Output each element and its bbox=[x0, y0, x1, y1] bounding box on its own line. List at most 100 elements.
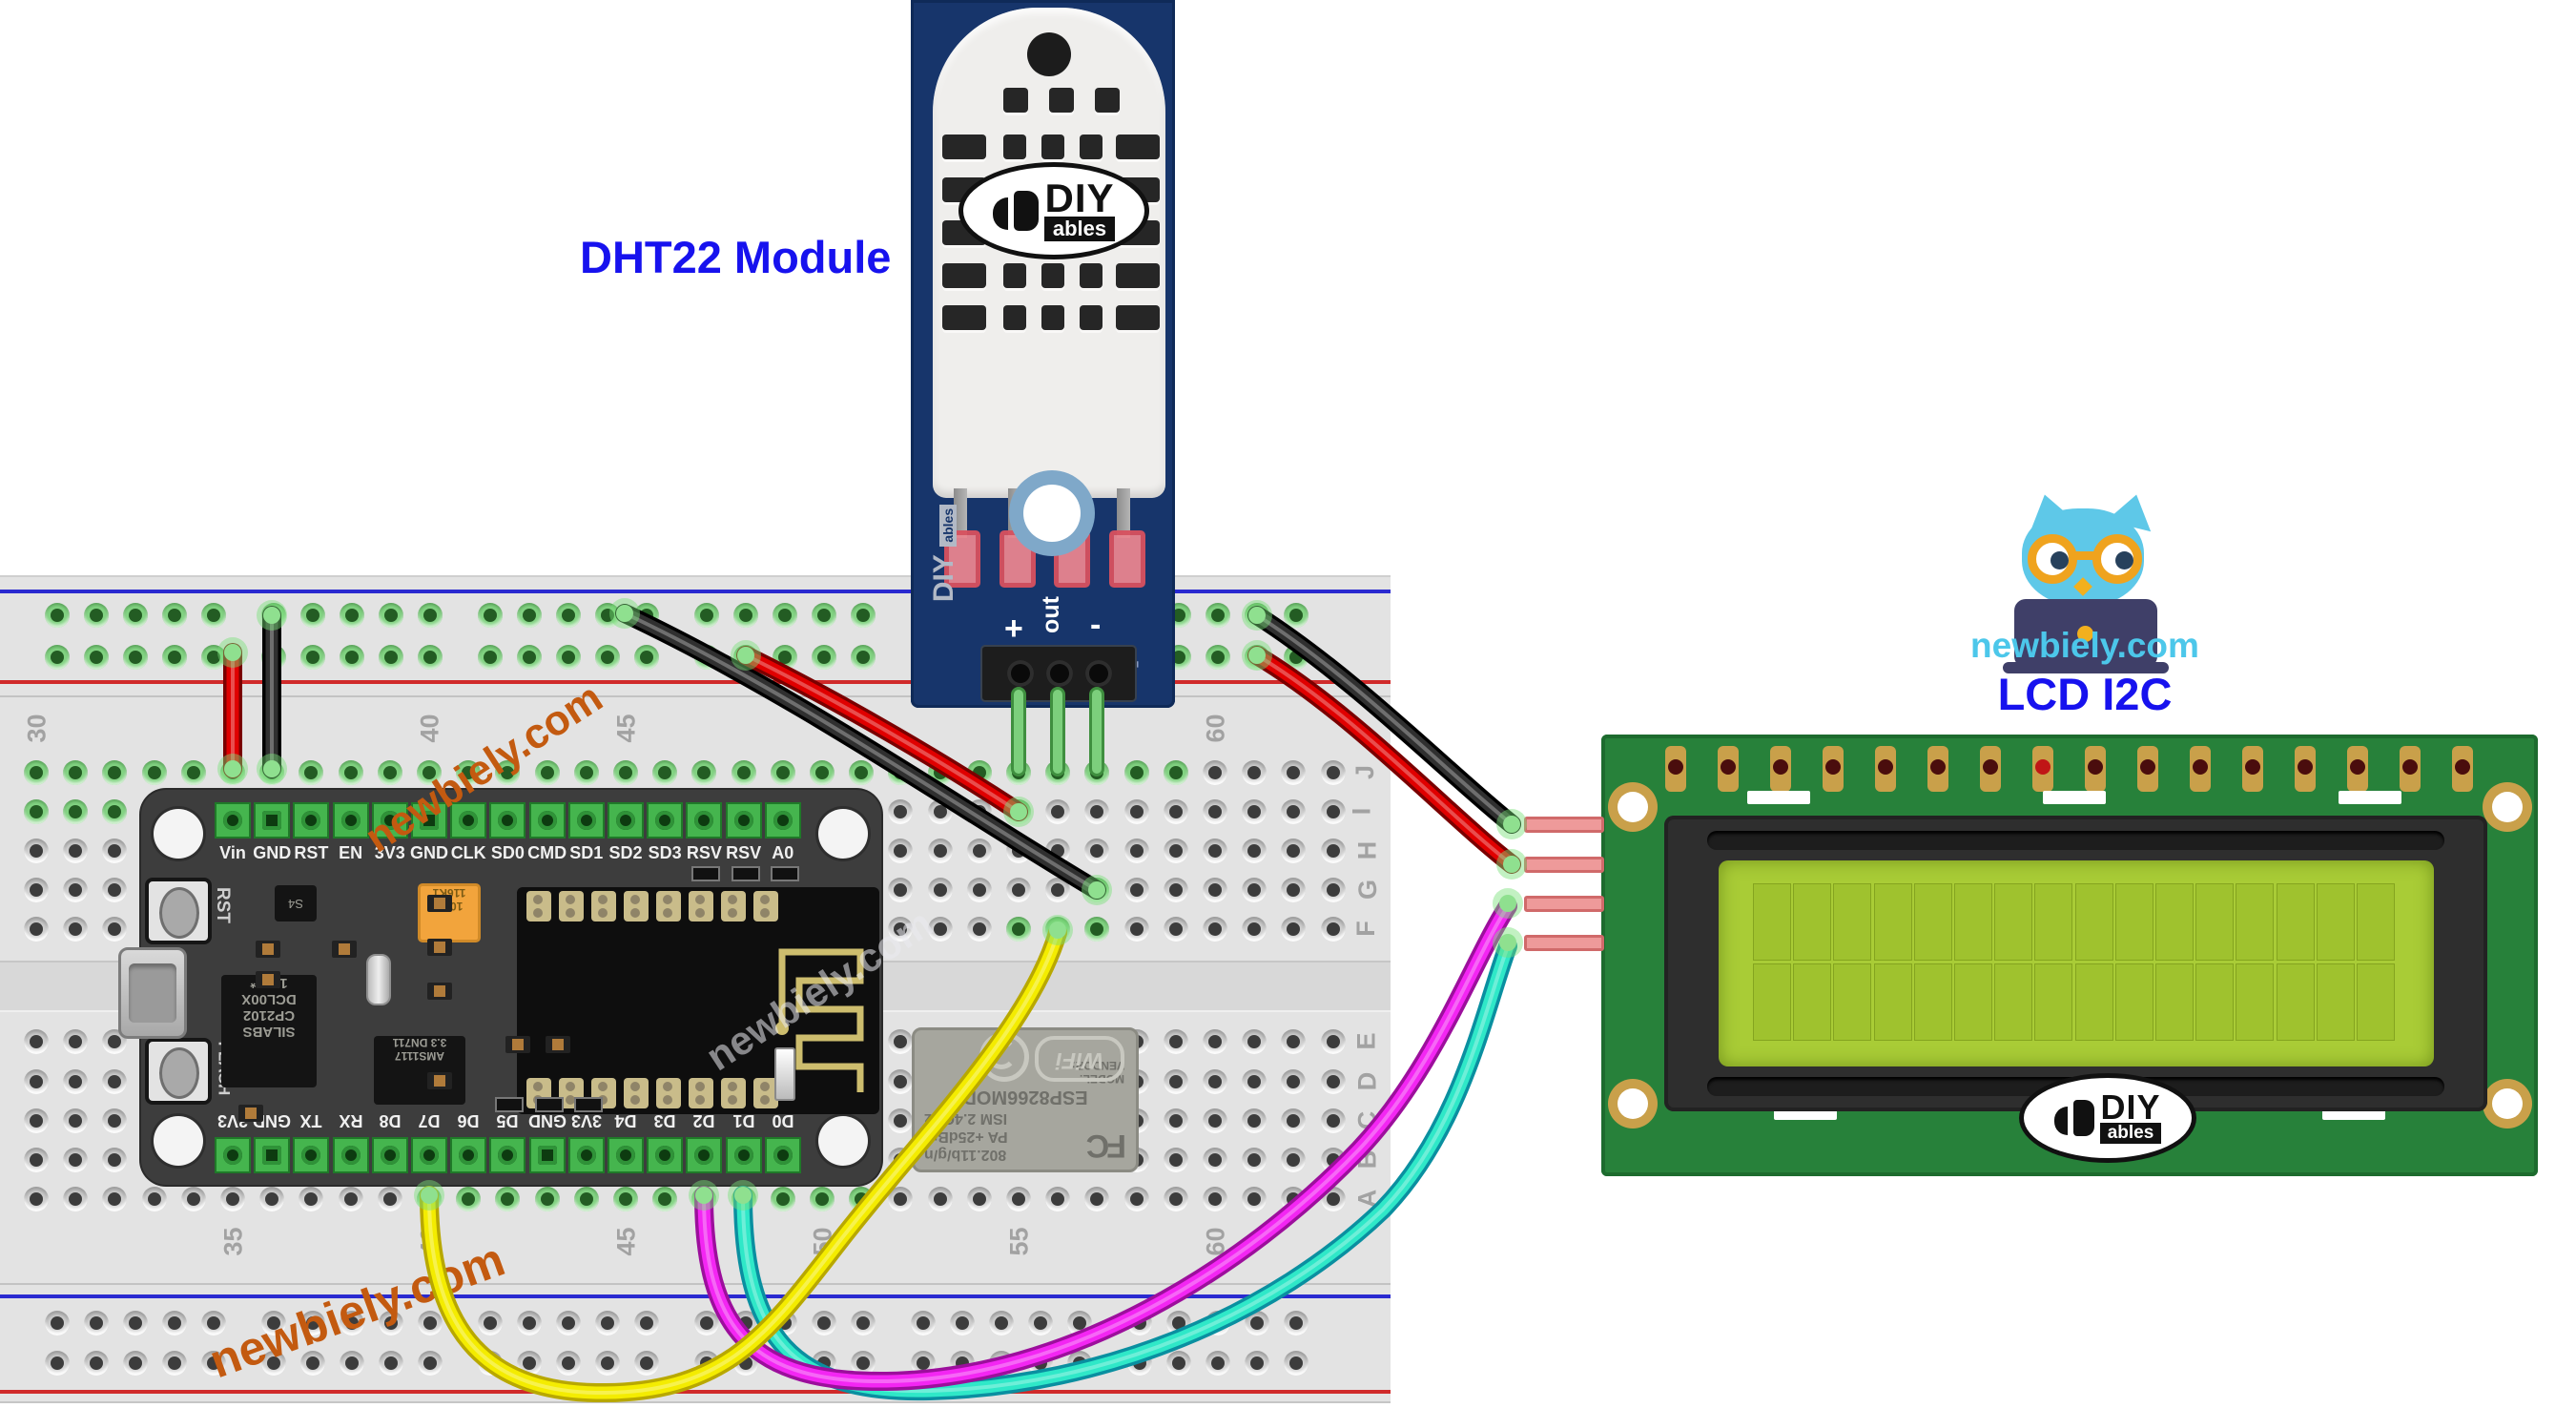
breadboard-hole bbox=[261, 1351, 286, 1376]
breadboard-hole bbox=[340, 1311, 364, 1336]
breadboard-hole bbox=[1281, 1029, 1307, 1054]
mount-hole-icon bbox=[2483, 782, 2532, 832]
breadboard-hole bbox=[1320, 1069, 1346, 1094]
breadboard-hole bbox=[456, 760, 482, 785]
esp-pin-socket bbox=[647, 1137, 684, 1173]
lcd-character-cell bbox=[1873, 883, 1912, 961]
flash-button[interactable] bbox=[145, 1038, 212, 1105]
breadboard-hole bbox=[1127, 1351, 1152, 1376]
breadboard-hole bbox=[888, 799, 914, 824]
column-number: 60 bbox=[1201, 1227, 1230, 1256]
breadboard-hole bbox=[634, 645, 659, 670]
breadboard-hole bbox=[478, 603, 503, 628]
breadboard-hole bbox=[1163, 1187, 1188, 1211]
mount-hole-icon bbox=[818, 809, 868, 859]
breadboard-hole bbox=[652, 1187, 678, 1211]
breadboard-hole bbox=[1320, 839, 1346, 863]
esp-pin-label-RX: RX bbox=[339, 1111, 363, 1130]
breadboard-hole bbox=[810, 1187, 835, 1211]
breadboard-hole bbox=[300, 1351, 325, 1376]
breadboard-hole bbox=[1045, 878, 1071, 902]
breadboard-hole bbox=[63, 1187, 89, 1211]
breadboard-hole bbox=[299, 1187, 324, 1211]
dht22-sensor-body: DIY ables bbox=[933, 8, 1165, 498]
solder-pad bbox=[1109, 530, 1145, 588]
breadboard-hole bbox=[1045, 760, 1071, 785]
breadboard-hole bbox=[1123, 917, 1149, 942]
breadboard-hole bbox=[1163, 1029, 1188, 1054]
breadboard-hole bbox=[849, 1187, 875, 1211]
breadboard-hole bbox=[1281, 1108, 1307, 1133]
breadboard-hole bbox=[379, 1311, 403, 1336]
breadboard-hole bbox=[102, 917, 128, 942]
mount-hole-icon bbox=[154, 809, 203, 859]
esp-pin-socket bbox=[489, 1137, 526, 1173]
rst-button[interactable] bbox=[145, 878, 212, 944]
breadboard-hole bbox=[1203, 1069, 1227, 1094]
esp-pin-label-CMD: CMD bbox=[527, 843, 567, 862]
esp-pin-label-SD1: SD1 bbox=[569, 843, 604, 862]
row-letter: J bbox=[1350, 764, 1380, 780]
esp-pin-label-GND: GND bbox=[527, 1111, 567, 1130]
breadboard-hole bbox=[1245, 1351, 1269, 1376]
lcd-i2c-label: LCD I2C bbox=[1997, 669, 2173, 719]
esp-pin-socket bbox=[686, 802, 723, 839]
breadboard-hole bbox=[1320, 1187, 1346, 1211]
breadboard-hole bbox=[63, 917, 89, 942]
row-letter: G bbox=[1353, 879, 1383, 901]
esp-pin-socket bbox=[725, 1137, 762, 1173]
breadboard-hole bbox=[694, 1311, 719, 1336]
espressif-swirl-icon bbox=[979, 1032, 1029, 1082]
breadboard-hole bbox=[1320, 878, 1346, 902]
breadboard-hole bbox=[733, 1351, 758, 1376]
lcd-character-cell bbox=[1873, 963, 1912, 1041]
lcd-header-pad bbox=[2452, 746, 2473, 792]
esp-pin-socket bbox=[293, 1137, 330, 1173]
breadboard-hole bbox=[1045, 917, 1071, 942]
cp2102-chip: SILABSCP2102DCL00X1708* bbox=[221, 975, 317, 1087]
breadboard-hole bbox=[162, 645, 187, 670]
breadboard-hole bbox=[220, 1187, 245, 1211]
breadboard-hole bbox=[888, 1187, 914, 1211]
breadboard-hole bbox=[851, 1311, 876, 1336]
breadboard-hole bbox=[1163, 878, 1188, 902]
breadboard-hole bbox=[24, 799, 49, 824]
lcd-character-cell bbox=[2114, 883, 2154, 961]
esp-pin-socket bbox=[450, 802, 487, 839]
smd-component bbox=[774, 1047, 795, 1101]
esp-pin-socket bbox=[215, 1137, 251, 1173]
smd-component bbox=[256, 971, 280, 988]
breadboard-hole bbox=[1206, 1351, 1230, 1376]
breadboard-hole bbox=[1166, 1311, 1191, 1336]
breadboard-hole bbox=[102, 878, 128, 902]
row-letter: E bbox=[1351, 1032, 1381, 1050]
breadboard-hole bbox=[773, 1351, 797, 1376]
lcd-character-cell bbox=[1793, 883, 1832, 961]
breadboard-hole bbox=[1166, 1351, 1191, 1376]
esp-pin-socket bbox=[254, 802, 291, 839]
breadboard-hole bbox=[1123, 839, 1149, 863]
sensor-pin bbox=[954, 488, 967, 538]
esp-pin-label-D8: D8 bbox=[379, 1111, 402, 1130]
esp-pin-label-SD3: SD3 bbox=[648, 843, 682, 862]
row-letter: A bbox=[1352, 1189, 1382, 1209]
breadboard-hole bbox=[595, 1311, 620, 1336]
esp-pin-socket bbox=[608, 1137, 644, 1173]
breadboard-hole bbox=[63, 1148, 89, 1172]
breadboard-hole bbox=[102, 1187, 128, 1211]
power-rail-line bbox=[0, 1390, 1391, 1394]
esp-pin-socket bbox=[764, 1137, 801, 1173]
dht-pin-out-label: out bbox=[1037, 596, 1064, 633]
s4-chip: S4 bbox=[275, 885, 317, 921]
breadboard-hole bbox=[63, 760, 89, 785]
breadboard-hole bbox=[694, 1351, 719, 1376]
breadboard-hole bbox=[1084, 917, 1110, 942]
breadboard-hole bbox=[102, 1148, 128, 1172]
breadboard-hole bbox=[1281, 760, 1307, 785]
lcd-header-pad bbox=[1980, 746, 2001, 792]
esp-pin-socket bbox=[371, 1137, 408, 1173]
breadboard-hole bbox=[1006, 760, 1031, 785]
breadboard-hole bbox=[613, 1187, 638, 1211]
column-number: 35 bbox=[218, 1227, 248, 1256]
breadboard-hole bbox=[652, 760, 678, 785]
